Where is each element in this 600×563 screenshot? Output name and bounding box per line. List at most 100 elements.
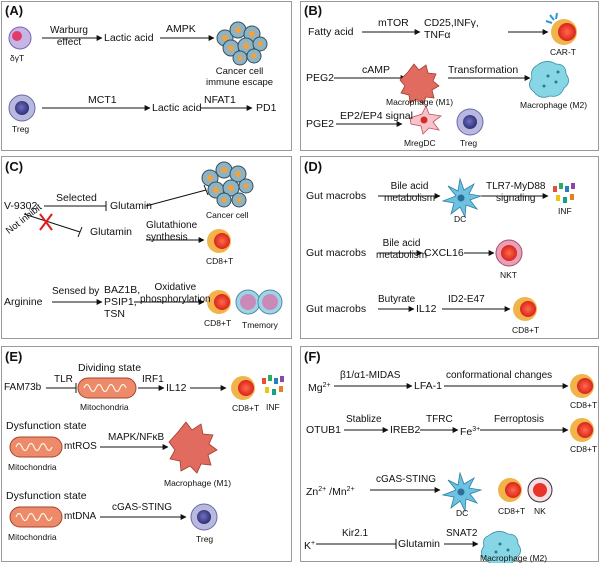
glutamin-node: Glutamin xyxy=(90,226,133,238)
mg-ion-node: Mg2+ xyxy=(308,382,331,394)
nkt-label: NKT xyxy=(500,270,517,280)
panel-f-frame xyxy=(300,346,599,562)
dysfunction-state-label: Dysfunction state xyxy=(6,420,87,432)
cancer-immune-escape-label: Cancer cell immune escape xyxy=(206,66,274,88)
mtor-label: mTOR xyxy=(378,17,409,29)
peg2-node: PEG2 xyxy=(306,72,335,84)
transformation-label: Transformation xyxy=(448,64,519,76)
il12-node: IL12 xyxy=(416,303,437,315)
kir21-label: Kir2.1 xyxy=(342,528,369,539)
glutamin-node: Glutamin xyxy=(398,538,441,550)
cgas-sting-label: cGAS-STING xyxy=(112,502,173,513)
otub1-node: OTUB1 xyxy=(306,424,342,436)
stablize-label: Stablize xyxy=(346,414,382,425)
panel-e-label: (E) xyxy=(5,349,23,364)
panel-c-label: (C) xyxy=(5,159,24,174)
panel-a-frame xyxy=(1,1,292,151)
tmemory-label: Tmemory xyxy=(242,320,278,330)
ep2-ep4-signal-label: EP2/EP4 signal xyxy=(340,110,413,122)
tlr7-myd88-label: TLR7-MyD88 signaling xyxy=(486,181,546,204)
mapk-nfkb-label: MAPK/NFκB xyxy=(108,432,165,443)
warburg-effect-label: Warburg effect xyxy=(50,25,88,48)
mregdc-label: MregDC xyxy=(404,138,436,148)
pge2-node: PGE2 xyxy=(306,118,335,130)
mtros-node: mtROS xyxy=(64,441,97,452)
car-t-label: CAR-T xyxy=(550,47,576,57)
id2-e47-label: ID2-E47 xyxy=(448,294,485,305)
panel-b-frame xyxy=(300,1,599,151)
fam73b-node: FAM73b xyxy=(4,382,42,393)
dysfunction-state-label: Dysfunction state xyxy=(6,490,87,502)
k-ion-node: K+ xyxy=(304,540,316,552)
cytokines-node: CD25,INFγ, TNFα xyxy=(424,17,479,41)
dividing-state-label: Dividing state xyxy=(78,362,142,374)
panel-e-frame xyxy=(1,346,292,562)
panel-b-label: (B) xyxy=(304,3,323,18)
sensed-by-label: Sensed by xyxy=(52,286,100,297)
il12-node: IL12 xyxy=(166,382,187,394)
cd8-t-label: CD8+T xyxy=(204,318,232,328)
pd1-node: PD1 xyxy=(256,102,277,114)
macrophage-m2-label: Macrophage (M2) xyxy=(520,100,588,110)
macrophage-m1-label: Macrophage (M1) xyxy=(164,478,232,488)
mitochondria-label: Mitochondria xyxy=(8,532,57,542)
mitochondria-label: Mitochondria xyxy=(80,402,129,412)
cgas-sting-label: cGAS-STING xyxy=(376,474,437,485)
cancer-cell-label: Cancer cell xyxy=(206,210,249,220)
gut-microbes-node: Gut macrobs xyxy=(306,303,367,315)
nk-label: NK xyxy=(534,506,546,516)
lactic-acid-node: Lactic acid xyxy=(152,102,202,114)
midas-label: β1/α1-MIDAS xyxy=(340,370,401,381)
panel-a-label: (A) xyxy=(5,3,24,18)
baz1b-psip1-tsn-node: BAZ1B, PSIP1, TSN xyxy=(104,284,141,320)
glutamin-node: Glutamin xyxy=(110,200,153,212)
irf1-label: IRF1 xyxy=(142,374,164,385)
fe-ion-node: Fe3+ xyxy=(460,426,481,438)
oxidative-phosphorylation-label: Oxidative phosphorylation xyxy=(140,282,211,305)
ireb2-node: IREB2 xyxy=(390,424,421,436)
macrophage-m2-label: Macrophage (M2) xyxy=(480,553,548,563)
cd8-t-label: CD8+T xyxy=(232,403,260,413)
tlr-label: TLR xyxy=(54,374,73,385)
cxcl16-node: CXCL16 xyxy=(424,247,464,259)
gdt-cell-label: δγT xyxy=(10,53,25,63)
mitochondria-label: Mitochondria xyxy=(8,462,57,472)
treg-label: Treg xyxy=(196,534,214,544)
mtdna-node: mtDNA xyxy=(64,511,97,522)
treg-label: Treg xyxy=(12,124,30,134)
camp-label: cAMP xyxy=(362,64,391,76)
zn-mn-ion-node: Zn2+ /Mn2+ xyxy=(306,486,355,498)
nfat1-label: NFAT1 xyxy=(204,94,236,106)
cd8-t-label: CD8+T xyxy=(570,444,598,454)
ferroptosis-label: Ferroptosis xyxy=(494,414,545,425)
macrophage-m1-label: Macrophage (M1) xyxy=(386,97,454,107)
lfa1-node: LFA-1 xyxy=(414,380,443,392)
dc-label: DC xyxy=(454,214,467,224)
arginine-node: Arginine xyxy=(4,296,43,308)
glutathione-synthesis-label: Glutathione synthesis xyxy=(146,220,198,243)
dc-label: DC xyxy=(456,508,469,518)
lactic-acid-node: Lactic acid xyxy=(104,32,154,44)
gut-microbes-node: Gut macrobs xyxy=(306,247,367,259)
panel-d-label: (D) xyxy=(304,159,323,174)
bile-acid-metabolism-label: Bile acid metabolism xyxy=(384,181,436,204)
butyrate-label: Butyrate xyxy=(378,294,416,305)
cd8-t-label: CD8+T xyxy=(498,506,526,516)
panel-d-frame xyxy=(300,156,599,339)
v9302-node: V-9302 xyxy=(4,200,38,212)
inf-label: INF xyxy=(558,206,572,216)
fatty-acid-node: Fatty acid xyxy=(308,26,354,38)
treg-label: Treg xyxy=(460,138,478,148)
cd8-t-label: CD8+T xyxy=(570,400,598,410)
panel-f-label: (F) xyxy=(304,349,321,364)
bile-acid-metabolism-label: Bile acid metabolism xyxy=(376,238,428,261)
ampk-label: AMPK xyxy=(166,23,196,35)
tfrc-label: TFRC xyxy=(426,414,453,425)
snat2-label: SNAT2 xyxy=(446,528,478,539)
cd8-t-label: CD8+T xyxy=(206,256,234,266)
mct1-label: MCT1 xyxy=(88,94,117,106)
conformational-changes-label: conformational changes xyxy=(446,370,553,381)
inf-label: INF xyxy=(266,402,280,412)
gut-microbes-node: Gut macrobs xyxy=(306,190,367,202)
